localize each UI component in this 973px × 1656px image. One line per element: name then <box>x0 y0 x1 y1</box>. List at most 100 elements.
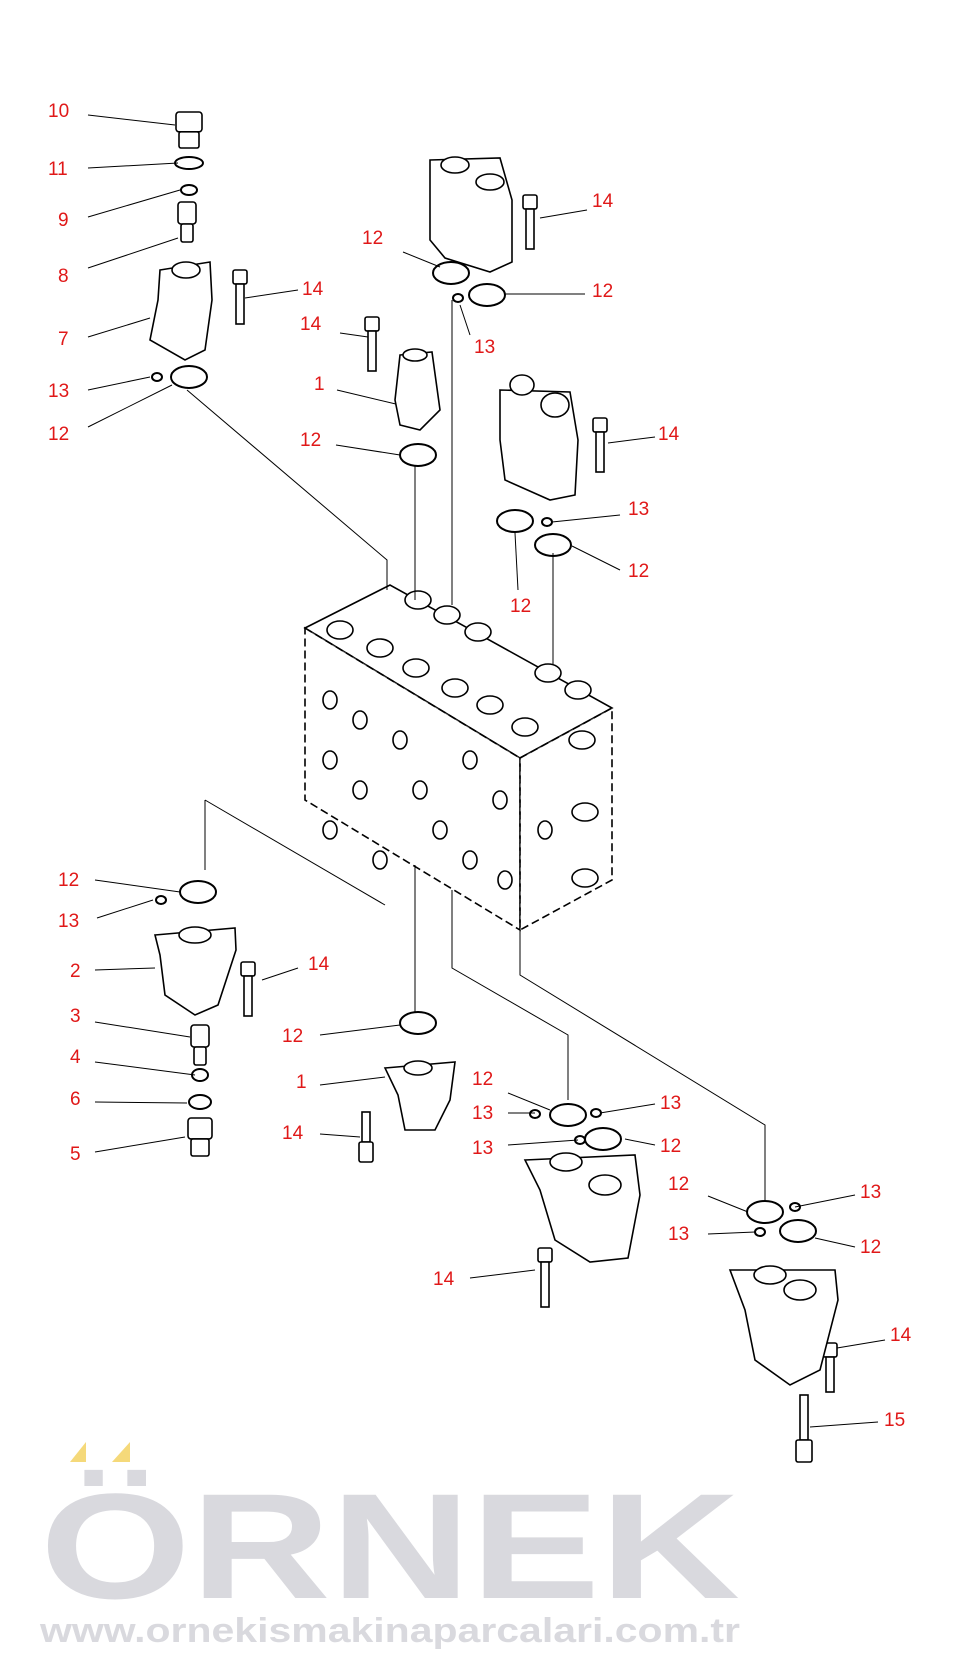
callout-label-2[interactable]: 2 <box>70 961 81 982</box>
leader-line <box>87 376 151 391</box>
callout-label-12[interactable]: 12 <box>510 596 531 617</box>
callout-label-12[interactable]: 12 <box>282 1026 303 1047</box>
leader-line <box>836 1339 886 1349</box>
bolt[interactable] <box>364 316 380 372</box>
o-ring[interactable] <box>452 293 464 303</box>
watermark-accent <box>70 1442 86 1462</box>
o-ring[interactable] <box>188 1094 212 1110</box>
o-ring[interactable] <box>754 1227 766 1237</box>
valve-section-mid[interactable] <box>499 374 579 501</box>
fitting[interactable] <box>177 201 197 243</box>
callout-label-13[interactable]: 13 <box>474 337 495 358</box>
callout-label-1[interactable]: 1 <box>314 374 325 395</box>
callout-label-12[interactable]: 12 <box>660 1136 681 1157</box>
callout-label-10[interactable]: 10 <box>48 101 69 122</box>
callout-label-12[interactable]: 12 <box>48 424 69 445</box>
bolt[interactable] <box>232 269 248 325</box>
callout-label-14[interactable]: 14 <box>592 191 614 212</box>
callout-label-9[interactable]: 9 <box>58 210 69 231</box>
o-ring[interactable] <box>590 1108 602 1118</box>
callout-label-4[interactable]: 4 <box>70 1047 81 1068</box>
o-ring[interactable] <box>399 1011 437 1035</box>
callout-label-12[interactable]: 12 <box>362 228 383 249</box>
o-ring[interactable] <box>151 372 163 382</box>
bolt[interactable] <box>537 1247 553 1308</box>
callout-label-13[interactable]: 13 <box>628 499 649 520</box>
plug[interactable] <box>187 1117 213 1157</box>
bolt[interactable] <box>592 417 608 473</box>
o-ring[interactable] <box>541 517 553 527</box>
leader-line <box>551 514 621 523</box>
assembly-line <box>451 890 569 1100</box>
callout-label-13[interactable]: 13 <box>472 1138 493 1159</box>
port-hole <box>511 717 539 737</box>
o-ring[interactable] <box>432 261 470 285</box>
callout-label-6[interactable]: 6 <box>70 1089 81 1110</box>
callout-label-13[interactable]: 13 <box>668 1224 689 1245</box>
callout-label-1[interactable]: 1 <box>296 1072 307 1093</box>
callout-label-13[interactable]: 13 <box>660 1093 681 1114</box>
callout-label-3[interactable]: 3 <box>70 1006 81 1027</box>
callout-label-12[interactable]: 12 <box>592 281 613 302</box>
o-ring[interactable] <box>170 365 208 389</box>
callout-label-14[interactable]: 14 <box>433 1269 455 1290</box>
o-ring[interactable] <box>549 1103 587 1127</box>
o-ring[interactable] <box>155 895 167 905</box>
o-ring[interactable] <box>399 443 437 467</box>
callout-label-5[interactable]: 5 <box>70 1144 81 1165</box>
o-ring[interactable] <box>789 1202 801 1212</box>
callout-label-13[interactable]: 13 <box>860 1182 881 1203</box>
callout-label-7[interactable]: 7 <box>58 329 69 350</box>
valve-cover-7[interactable] <box>149 261 213 361</box>
leader-line <box>794 1194 856 1208</box>
valve-section-low[interactable] <box>523 1152 641 1263</box>
cover-1-top[interactable] <box>394 348 441 431</box>
callout-label-8[interactable]: 8 <box>58 266 69 287</box>
callout-label-14[interactable]: 14 <box>300 314 322 335</box>
cover-1-bottom[interactable] <box>383 1060 456 1131</box>
callout-label-12[interactable]: 12 <box>472 1069 493 1090</box>
o-ring[interactable] <box>584 1127 622 1151</box>
o-ring[interactable] <box>746 1200 784 1224</box>
watermark-accent <box>112 1442 130 1462</box>
o-ring[interactable] <box>179 880 217 904</box>
leader-line <box>94 1061 196 1076</box>
callout-label-12[interactable]: 12 <box>668 1174 689 1195</box>
valve-section-top[interactable] <box>429 156 513 273</box>
fitting[interactable] <box>190 1024 210 1066</box>
o-ring[interactable] <box>529 1109 541 1119</box>
o-ring[interactable] <box>534 533 572 557</box>
bolt[interactable] <box>358 1111 374 1163</box>
bolt[interactable] <box>522 194 538 250</box>
o-ring[interactable] <box>779 1219 817 1243</box>
callout-label-14[interactable]: 14 <box>890 1325 912 1346</box>
callout-label-12[interactable]: 12 <box>58 870 79 891</box>
callout-label-11[interactable]: 11 <box>48 159 68 180</box>
leader-line <box>87 162 179 169</box>
leader-line <box>94 967 156 971</box>
long-bolt[interactable] <box>795 1394 813 1463</box>
plug[interactable] <box>175 111 203 149</box>
port-hole <box>534 663 562 683</box>
valve-section-right[interactable] <box>728 1265 839 1386</box>
callout-label-12[interactable]: 12 <box>860 1237 881 1258</box>
callout-label-14[interactable]: 14 <box>282 1123 304 1144</box>
callout-label-14[interactable]: 14 <box>302 279 324 300</box>
callout-label-13[interactable]: 13 <box>48 381 69 402</box>
o-ring[interactable] <box>174 156 204 170</box>
callout-label-15[interactable]: 15 <box>884 1410 905 1431</box>
o-ring[interactable] <box>191 1068 209 1082</box>
port-hole <box>402 658 430 678</box>
callout-label-12[interactable]: 12 <box>628 561 649 582</box>
callout-label-13[interactable]: 13 <box>58 911 79 932</box>
leader-line <box>707 1195 749 1213</box>
valve-cover-2[interactable] <box>153 926 237 1016</box>
bolt[interactable] <box>240 961 256 1017</box>
o-ring[interactable] <box>180 184 198 196</box>
callout-label-12[interactable]: 12 <box>300 430 321 451</box>
o-ring[interactable] <box>468 283 506 307</box>
callout-label-14[interactable]: 14 <box>658 424 680 445</box>
callout-label-14[interactable]: 14 <box>308 954 330 975</box>
o-ring[interactable] <box>496 509 534 533</box>
callout-label-13[interactable]: 13 <box>472 1103 493 1124</box>
